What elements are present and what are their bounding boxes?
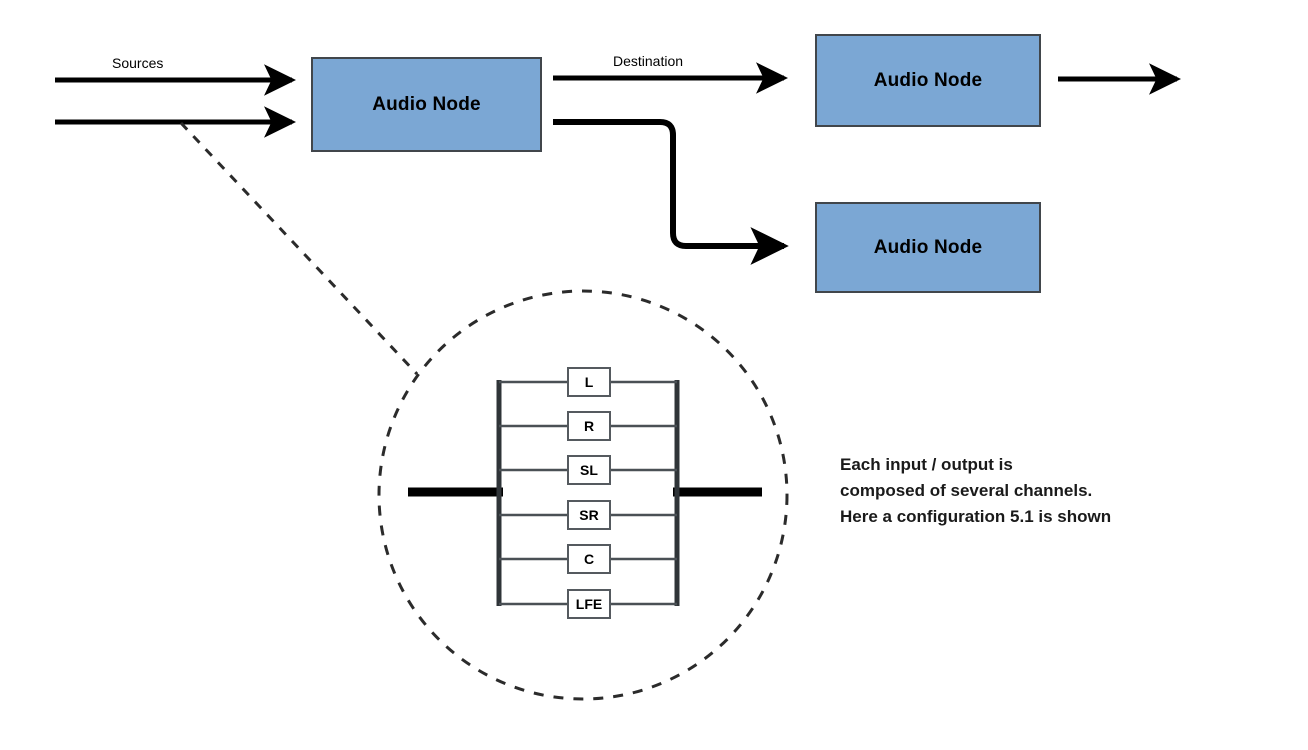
destination-label: Destination [613, 53, 684, 69]
callout-circle [377, 289, 789, 701]
destination-elbow-bottom-path [553, 119, 789, 265]
audio-node-output-bottom[interactable]: Audio Node [815, 202, 1041, 293]
callout-leader-line [179, 121, 419, 376]
channel-connector-lines [499, 380, 677, 606]
channel-box-l[interactable]: L [567, 367, 611, 397]
annotation-line-3: Here a configuration 5.1 is shown [840, 506, 1112, 526]
annotation-line-2: composed of several channels. [840, 480, 1093, 500]
annotation-line-1: Each input / output is [840, 455, 1013, 474]
callout-annotation: Each input / output is composed of sever… [840, 452, 1170, 529]
sources-label: Sources [112, 55, 164, 71]
audio-node-input[interactable]: Audio Node [311, 57, 542, 152]
channel-box-lfe[interactable]: LFE [567, 589, 611, 619]
audio-node-output-top[interactable]: Audio Node [815, 34, 1041, 127]
channel-box-r[interactable]: R [567, 411, 611, 441]
channel-box-sr[interactable]: SR [567, 500, 611, 530]
channel-box-c[interactable]: C [567, 544, 611, 574]
channel-box-sl[interactable]: SL [567, 455, 611, 485]
